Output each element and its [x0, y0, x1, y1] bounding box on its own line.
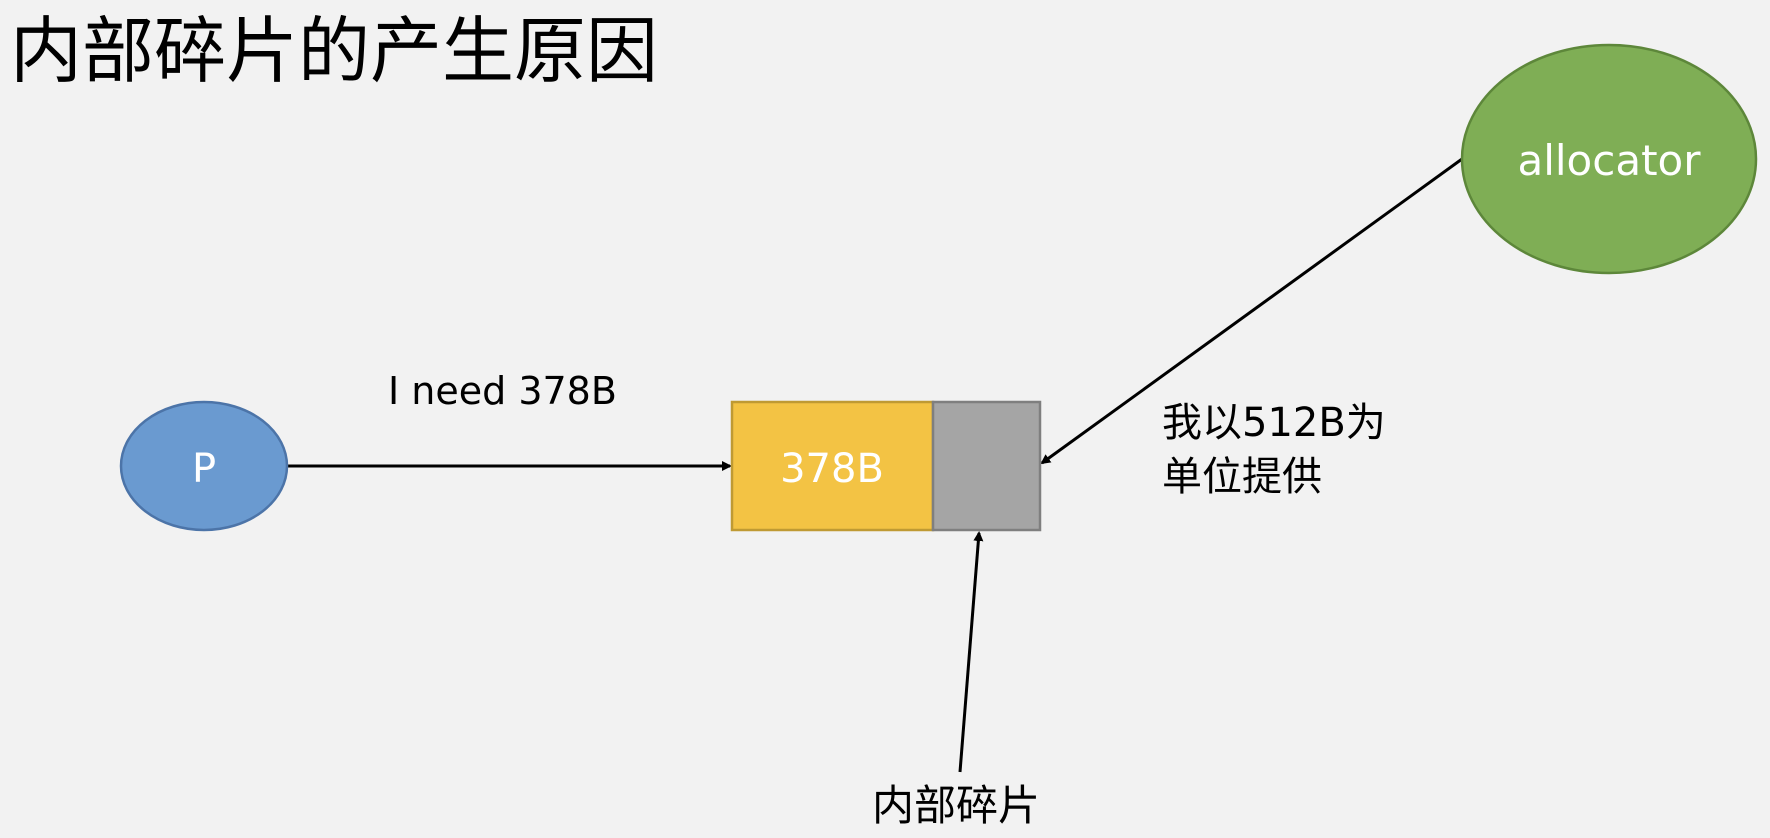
used-block [730, 400, 935, 532]
allocator-arrow [1040, 157, 1463, 465]
request-label: I need 378B [388, 369, 617, 413]
fragment-block [931, 400, 1042, 532]
fragment-pointer-arrow [958, 531, 984, 773]
used-block-label: 378B [780, 446, 884, 492]
slide-title: 内部碎片的产生原因 [10, 9, 659, 93]
process-node-label: P [192, 446, 216, 492]
process-node [119, 400, 289, 532]
provide-label-line2: 单位提供 [1162, 454, 1322, 500]
fragment-label: 内部碎片 [872, 781, 1040, 830]
allocator-node [1460, 43, 1758, 275]
provide-label-line1: 我以512B为 [1162, 400, 1386, 446]
allocator-node-label: allocator [1517, 136, 1701, 185]
